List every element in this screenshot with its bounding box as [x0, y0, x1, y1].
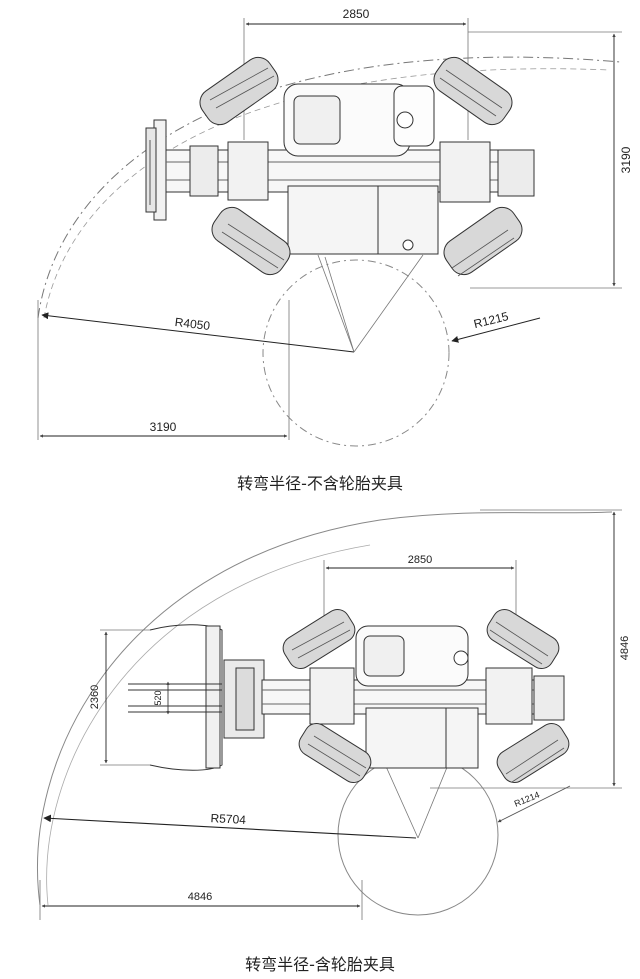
- bottom-caption: 转弯半径-含轮胎夹具: [245, 955, 395, 974]
- top-machine: [145, 56, 535, 277]
- bottom-height-label: 4846: [619, 636, 631, 660]
- bottom-drawing: 2850 4846 2360 520 R5704 R1214 4846: [37, 509, 631, 920]
- bottom-wheel-radius-line: [497, 785, 571, 823]
- bottom-outer-radius-line: [43, 814, 417, 839]
- top-outer-radius-line: [41, 312, 355, 353]
- top-drawing: 2850 3190 R4050 R1215 3190: [37, 7, 633, 447]
- top-outer-radius-label: R4050: [174, 315, 211, 333]
- top-bottom-label: 3190: [150, 420, 177, 434]
- bottom-wheel-radius-label: R1214: [513, 790, 541, 809]
- bottom-outer-arc-inner: [46, 544, 371, 906]
- bottom-width-label: 2850: [408, 554, 432, 566]
- top-wheel-circle: [262, 259, 450, 447]
- top-height-label: 3190: [619, 146, 633, 173]
- bottom-bottom-label: 4846: [188, 891, 212, 903]
- bottom-machine: [261, 609, 570, 783]
- top-wheel-radius-label: R1215: [472, 309, 510, 331]
- top-width-label: 2850: [343, 7, 370, 21]
- top-caption: 转弯半径-不含轮胎夹具: [237, 474, 403, 493]
- bottom-fork-attachment: [128, 624, 265, 771]
- bottom-fork-gap-label: 520: [153, 690, 163, 705]
- top-wheel-radius-line: [451, 317, 541, 343]
- top-outer-arc: [37, 56, 621, 319]
- bottom-outer-radius-label: R5704: [210, 811, 246, 827]
- bottom-fork-width-label: 2360: [89, 685, 101, 709]
- bottom-outer-arc: [37, 511, 613, 906]
